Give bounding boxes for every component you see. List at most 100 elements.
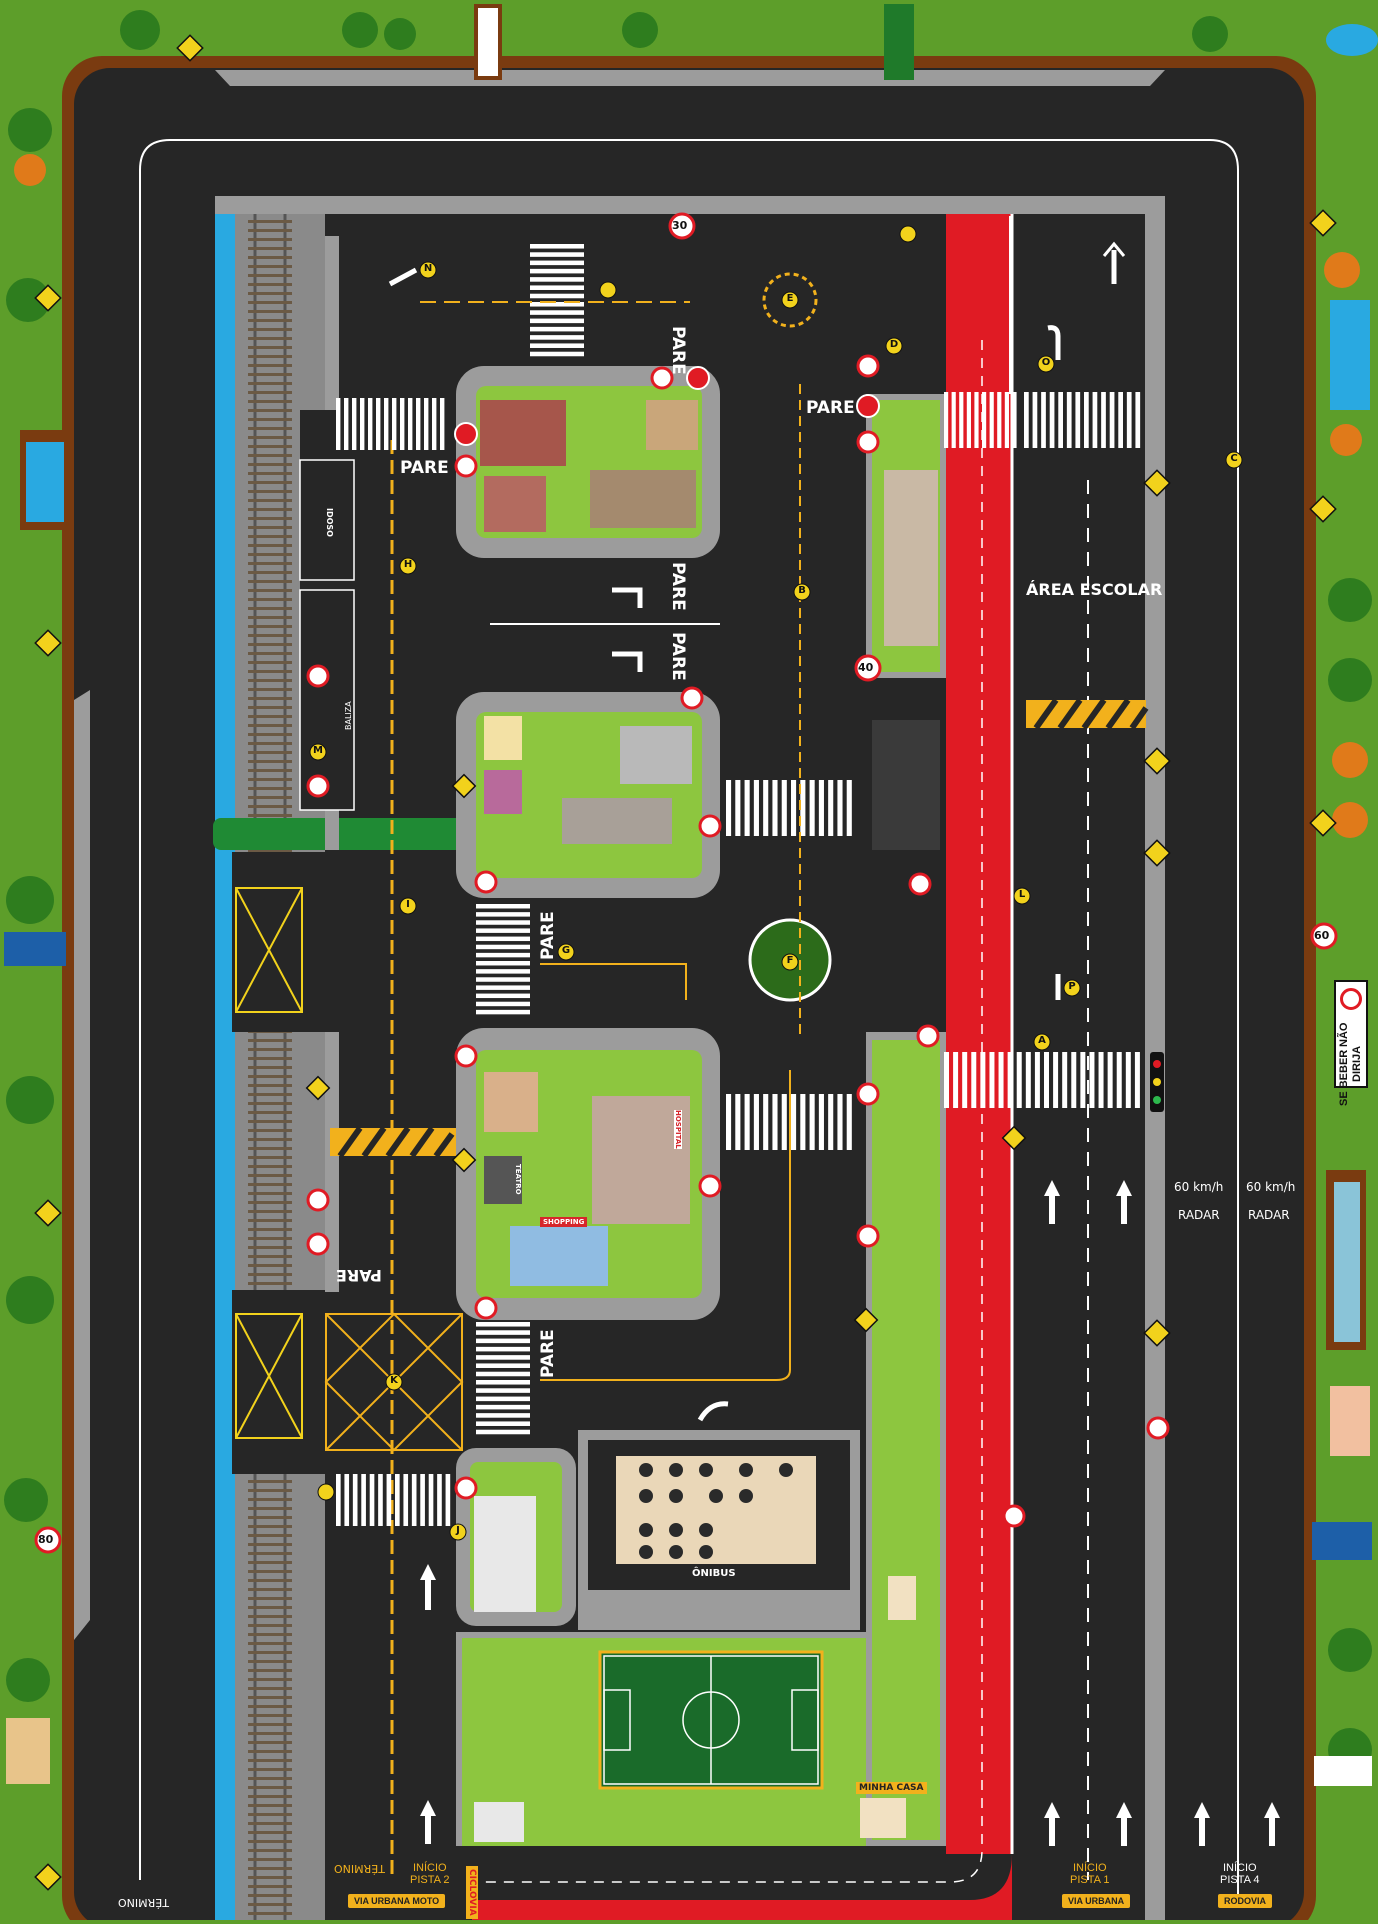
- crosswalk-stripe: [360, 398, 365, 450]
- marker-letter-m: M: [313, 745, 323, 756]
- crosswalk-stripe: [1025, 1052, 1031, 1108]
- crosswalk-stripe: [772, 780, 778, 836]
- crosswalk-stripe: [726, 1094, 732, 1150]
- rail-tie: [248, 1489, 292, 1492]
- termino-label-left: TÉRMINO: [118, 1896, 169, 1909]
- rail-tie: [248, 715, 292, 718]
- rail-tie: [248, 1264, 292, 1267]
- chip-via-urbana: VIA URBANA: [1062, 1894, 1131, 1908]
- crosswalk-stripe: [809, 780, 815, 836]
- crosswalk-stripe: [476, 985, 530, 990]
- crosswalk-stripe: [530, 293, 584, 299]
- rail-tie: [248, 1048, 292, 1051]
- crosswalk-stripe: [476, 1388, 530, 1393]
- rail-tie: [248, 553, 292, 556]
- crosswalk-stripe: [953, 1052, 959, 1108]
- rail-tie: [248, 418, 292, 421]
- rail-tie: [248, 1741, 292, 1744]
- turn-arrows: [388, 241, 1126, 1422]
- crosswalk-stripe: [818, 780, 824, 836]
- crosswalk-stripe: [408, 398, 413, 450]
- area-escolar-label: ÁREA ESCOLAR: [1026, 580, 1163, 599]
- crosswalk-stripe: [369, 1474, 375, 1526]
- rail-tie: [248, 436, 292, 439]
- rail-tie: [248, 1696, 292, 1699]
- rail-tie: [248, 1894, 292, 1897]
- rail-tie: [248, 706, 292, 709]
- crosswalk-stripe: [476, 1413, 530, 1418]
- crosswalk-stripe: [530, 252, 584, 257]
- water-canal: [215, 214, 235, 1924]
- rail-tie: [248, 805, 292, 808]
- crosswalk-stripe: [400, 398, 405, 450]
- hospital-label: HOSPITAL: [674, 1110, 682, 1149]
- rail-tie: [248, 1813, 292, 1816]
- rail-tie: [248, 364, 292, 367]
- crosswalk-stripe: [837, 780, 843, 836]
- crosswalk-stripe: [476, 904, 530, 909]
- crosswalk-stripe: [744, 780, 750, 836]
- rail-tie: [248, 526, 292, 529]
- rail-tie: [248, 508, 292, 511]
- rail-tie: [248, 1705, 292, 1708]
- rail-tie: [248, 607, 292, 610]
- rail-tie: [248, 724, 292, 727]
- crosswalk-stripe: [476, 1404, 530, 1410]
- rail-tie: [248, 328, 292, 331]
- rail-tie: [248, 1651, 292, 1654]
- green-tunnel: [213, 818, 507, 850]
- rail-tie: [248, 679, 292, 682]
- crosswalk-stripe: [530, 268, 584, 274]
- rail-tie: [248, 1732, 292, 1735]
- rail-tie: [248, 1156, 292, 1159]
- crosswalk-stripe: [1032, 392, 1038, 448]
- inicio-pista-1: INÍCIO PISTA 1: [1070, 1862, 1110, 1886]
- rail-tie: [248, 1633, 292, 1636]
- rail-tie: [248, 472, 292, 475]
- crosswalk-stripe: [476, 936, 530, 942]
- pare-label-2: PARE: [806, 398, 855, 418]
- crosswalk-stripe: [800, 780, 806, 836]
- rail-tie: [248, 787, 292, 790]
- regulation-signs: [306, 354, 1170, 1528]
- top-sidewalk: [215, 70, 1165, 86]
- se-beber-nao-dirija-sign: SE BEBER NÃO DIRIJA: [1334, 980, 1368, 1106]
- rail-tie: [248, 265, 292, 268]
- rail-tie: [248, 760, 292, 763]
- crosswalk-stripe: [951, 392, 956, 448]
- crosswalks: /* generated */: [336, 244, 1141, 1526]
- crosswalk-stripe: [395, 1474, 400, 1526]
- rail-ties: /* ties drawn below */: [248, 220, 292, 1915]
- marker-letter-d: D: [889, 339, 899, 350]
- crosswalk-stripe: [974, 392, 979, 448]
- crosswalk-stripe: [1075, 392, 1081, 448]
- rail-tie: [248, 643, 292, 646]
- rail-tie: [248, 1237, 292, 1240]
- rail-tie: [248, 1543, 292, 1546]
- rail-tie: [248, 238, 292, 241]
- rail-tie: [248, 814, 292, 817]
- rail-tie: [248, 1552, 292, 1555]
- rail-tie: [248, 247, 292, 250]
- marker-letter-k: K: [390, 1375, 398, 1386]
- rail-tie: [248, 1534, 292, 1537]
- crosswalk-stripe: [445, 1474, 451, 1526]
- crosswalk-stripe: [476, 1330, 530, 1335]
- crosswalk-stripe: [1125, 1052, 1131, 1108]
- rail-tie: [248, 1804, 292, 1807]
- inicio-pista-2-line1: INÍCIO: [412, 1862, 447, 1874]
- rail-tie: [248, 1885, 292, 1888]
- crosswalk-stripe: [416, 398, 421, 450]
- crosswalk-stripe: [1118, 392, 1123, 448]
- speed-30-sign: 30: [672, 219, 688, 232]
- lane-arrows: [420, 1180, 1280, 1846]
- marker-letter-c: C: [1230, 453, 1238, 464]
- crosswalk-stripe: [476, 1421, 530, 1426]
- crosswalk-stripe: [476, 1009, 530, 1015]
- crosswalk-stripe: [1044, 1052, 1049, 1108]
- crosswalk-stripe: [386, 1474, 392, 1526]
- crosswalk-stripe: [1089, 1052, 1095, 1108]
- crosswalk-stripe: [437, 1474, 442, 1526]
- rail-tie: [248, 1039, 292, 1042]
